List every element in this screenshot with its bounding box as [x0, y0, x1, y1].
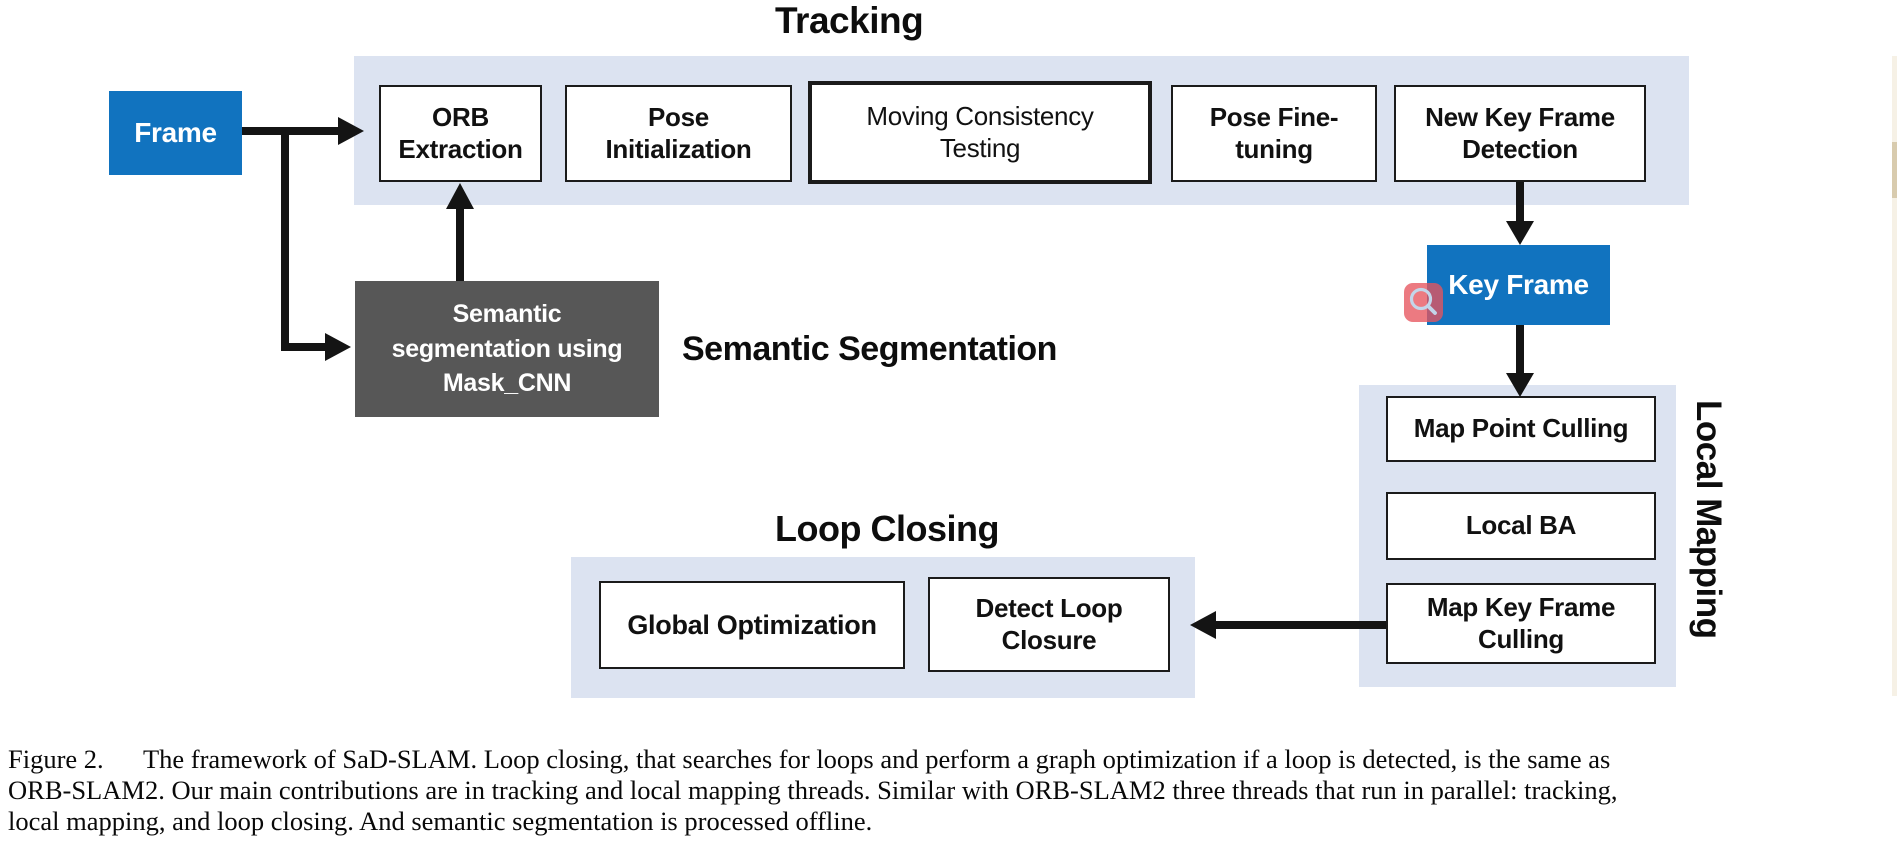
node-global-optimization: Global Optimization [599, 581, 905, 669]
node-label-line: Culling [1478, 623, 1564, 654]
node-label-line: Detect Loop [975, 592, 1123, 623]
node-label-line: Pose [648, 101, 709, 132]
magnifier-annotation-badge[interactable] [1404, 283, 1443, 322]
node-label-line: Detection [1462, 133, 1578, 164]
node-label-line: ORB [432, 101, 489, 132]
arrow-detection-to-keyframe-shaft [1516, 182, 1524, 222]
figure-caption: Figure 2. The framework of SaD-SLAM. Loo… [8, 744, 1897, 837]
node-semantic-segmentation-mask-cnn: Semantic segmentation using Mask_CNN [355, 281, 659, 417]
node-label-line: Semantic [452, 300, 562, 329]
node-label-line: Map Point Culling [1413, 413, 1629, 444]
arrow-keyframe-to-mapping-head [1506, 373, 1534, 397]
node-label-line: Local BA [1465, 510, 1577, 541]
caption-line: ORB-SLAM2. Our main contributions are in… [8, 775, 1618, 805]
arrow-frame-branch-horizontal [281, 343, 325, 351]
page-edge-sliver [1892, 56, 1897, 696]
node-pose-initialization: Pose Initialization [565, 85, 792, 182]
node-label-line: New Key Frame [1425, 101, 1615, 132]
node-frame: Frame [109, 91, 242, 175]
arrow-mapping-to-loopclosing-head [1190, 611, 1216, 639]
semantic-segmentation-section-title: Semantic Segmentation [682, 330, 1057, 368]
arrow-frame-to-orb-shaft [242, 127, 338, 135]
node-label-line: Key Frame [1448, 269, 1589, 300]
node-label-line: Frame [134, 117, 217, 148]
node-key-frame: Key Frame [1427, 245, 1610, 325]
caption-line: Figure 2. The framework of SaD-SLAM. Loo… [8, 744, 1611, 774]
node-map-point-culling: Map Point Culling [1386, 396, 1656, 462]
node-label-line: tuning [1235, 133, 1313, 164]
magnifier-icon [1409, 287, 1437, 315]
arrow-mapping-to-loopclosing-shaft [1216, 621, 1386, 629]
arrow-keyframe-to-mapping-shaft [1516, 325, 1524, 374]
page-edge-sliver-dark [1892, 142, 1897, 198]
node-label-line: Global Optimization [627, 609, 877, 640]
node-label-line: Initialization [605, 133, 752, 164]
node-new-key-frame-detection: New Key Frame Detection [1394, 85, 1646, 182]
tracking-section-title: Tracking [775, 0, 924, 41]
node-pose-fine-tuning: Pose Fine- tuning [1171, 85, 1377, 182]
node-label-line: Map Key Frame [1426, 591, 1616, 622]
caption-line: local mapping, and loop closing. And sem… [8, 806, 873, 836]
node-detect-loop-closure: Detect Loop Closure [928, 577, 1170, 672]
node-map-key-frame-culling: Map Key Frame Culling [1386, 583, 1656, 664]
node-label-line: segmentation using [391, 334, 623, 363]
arrow-frame-branch-vertical [281, 127, 289, 351]
local-mapping-section-title: Local Mapping [1689, 400, 1728, 639]
node-orb-extraction: ORB Extraction [379, 85, 542, 182]
arrow-frame-to-semantic-head [325, 333, 351, 361]
node-label-line: Testing [939, 132, 1021, 163]
arrow-frame-to-orb-head [338, 117, 364, 145]
arrow-semantic-to-orb-shaft [456, 206, 464, 281]
node-local-ba: Local BA [1386, 492, 1656, 560]
node-label-line: Pose Fine- [1209, 101, 1339, 132]
node-moving-consistency-testing: Moving Consistency Testing [808, 81, 1152, 184]
node-label-line: Moving Consistency [866, 100, 1094, 131]
loop-closing-section-title: Loop Closing [775, 508, 999, 549]
node-label-line: Mask_CNN [442, 369, 572, 398]
arrow-detection-to-keyframe-head [1506, 221, 1534, 245]
node-label-line: Closure [1001, 624, 1097, 655]
arrow-semantic-to-orb-head [446, 183, 474, 209]
node-label-line: Extraction [398, 133, 523, 164]
